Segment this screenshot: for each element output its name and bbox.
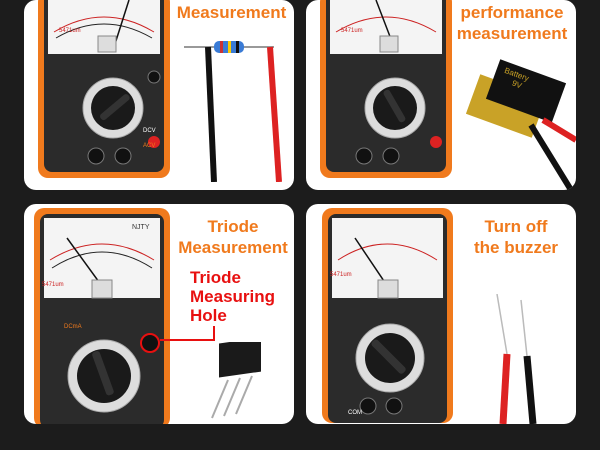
- meter-acv-label: ACV: [143, 143, 156, 149]
- multimeter-image: [34, 208, 170, 424]
- meter-model-label: 5471um: [341, 28, 363, 34]
- panel-triode: NJTY 5471um DCmA Triode Measurement Trio…: [24, 204, 294, 424]
- transistor-icon: [211, 342, 261, 419]
- test-probes-icon: [496, 294, 537, 424]
- triode-callout-line3: Hole: [190, 306, 227, 325]
- meter-brand-label: NJTY: [132, 224, 150, 231]
- meter-model-label: 5471um: [42, 282, 64, 288]
- panel-resistance: 5471um DCV ACV Measurement: [24, 0, 294, 190]
- meter-com-label: COM: [348, 410, 362, 416]
- resistor-icon: [184, 41, 282, 182]
- panel-caption: Measurement: [176, 3, 287, 22]
- battery-icon: [465, 59, 576, 190]
- triode-callout-line1: Triode: [190, 268, 242, 287]
- panel-buzzer: 5471um COM Turn off the buzzer: [306, 204, 576, 424]
- panel-caption: Turn off the buzzer: [473, 217, 559, 257]
- meter-model-label: 5471um: [59, 28, 81, 34]
- callout-line: [160, 326, 215, 341]
- multimeter-image: [322, 208, 453, 423]
- meter-dcma-label: DCmA: [64, 324, 82, 330]
- panel-caption: performance measurement: [456, 3, 568, 43]
- triode-callout-line2: Measuring: [190, 287, 276, 306]
- triode-callout: Triode Measuring Hole: [190, 268, 275, 325]
- meter-model-label: 5471um: [330, 272, 352, 278]
- panel-battery: 5471um performance measurement Battery 9…: [306, 0, 576, 190]
- multimeter-image: [38, 0, 170, 178]
- multimeter-image: [320, 0, 452, 178]
- panel-caption: Triode Measurement: [178, 217, 288, 257]
- meter-dcv-label: DCV: [143, 128, 156, 134]
